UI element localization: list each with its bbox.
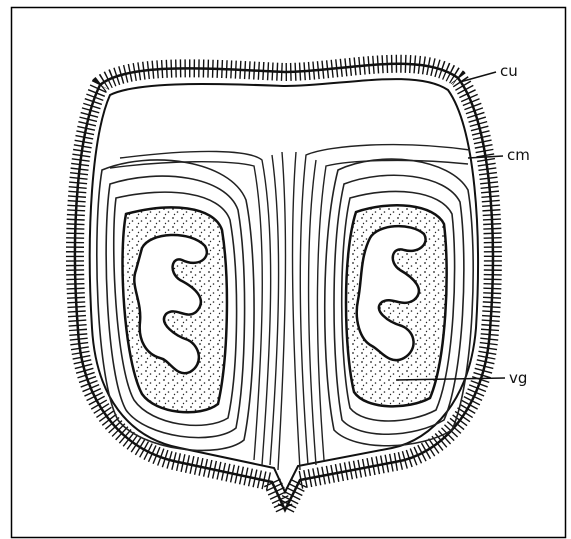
label-cm: cm bbox=[507, 146, 530, 164]
label-cu: cu bbox=[500, 62, 518, 80]
label-vg: vg bbox=[509, 369, 527, 387]
cm-leader-line bbox=[468, 156, 503, 158]
gland-right bbox=[346, 205, 447, 406]
gland-left bbox=[123, 207, 227, 412]
cu-leader-line bbox=[460, 72, 496, 82]
